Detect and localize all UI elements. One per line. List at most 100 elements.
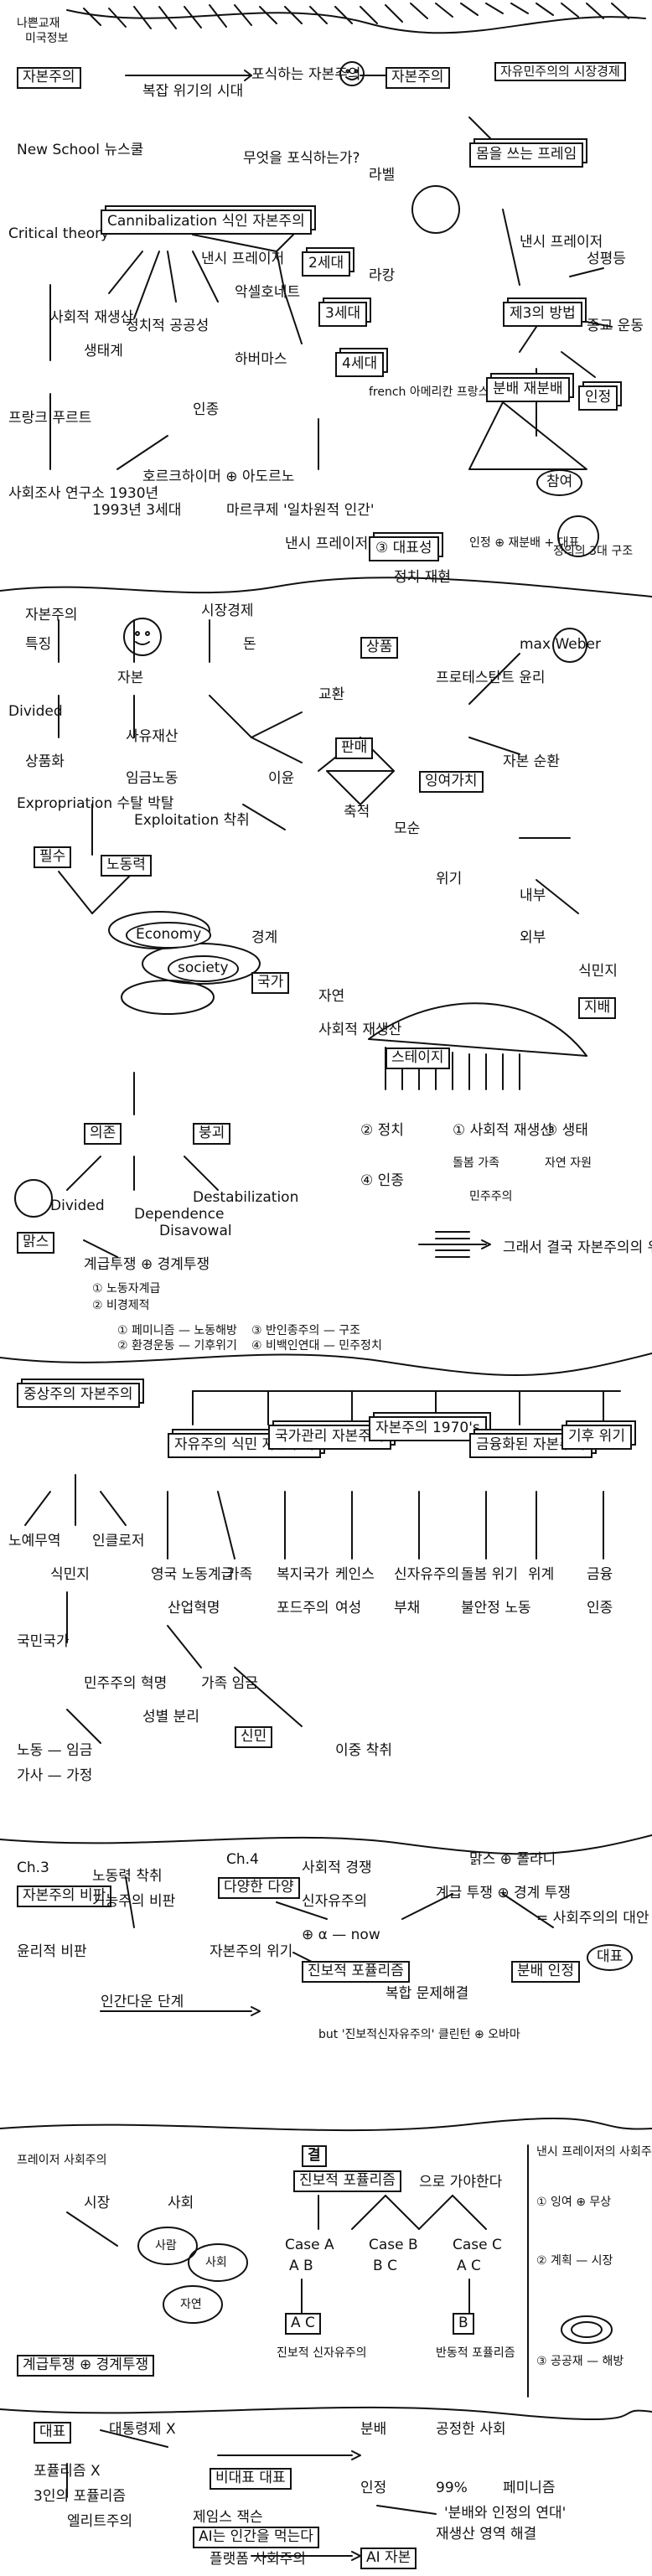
society-circle: 사회 xyxy=(205,2256,227,2269)
regime-1970s: 자본주의 1970's xyxy=(369,1416,487,1441)
ch4: Ch.4 xyxy=(226,1851,259,1868)
third-gen-1993: 1993년 3세대 xyxy=(92,502,182,519)
society-oval: society xyxy=(168,955,239,982)
society-left: 사회 xyxy=(168,2195,194,2211)
women: 여성 xyxy=(335,1600,362,1616)
socialist-alternative: = 사회주의의 대안 xyxy=(536,1910,649,1927)
divider-1 xyxy=(0,577,652,597)
recognition-box: 인정 xyxy=(578,385,618,411)
welfare: 복지국가 xyxy=(277,1566,329,1583)
case-a: Case A xyxy=(285,2237,334,2253)
fair-society: 공정한 사회 xyxy=(436,2421,506,2438)
crisis-conclusion: 그래서 결국 자본주의의 위기 xyxy=(503,1239,652,1256)
labor-exploitation-critique: 노동력 착취 xyxy=(92,1868,163,1885)
distribution-final: 분배 xyxy=(360,2421,387,2438)
class-boundary-struggle: 계급투쟁 ⊕ 경계투쟁 xyxy=(84,1256,210,1273)
cycle: 자본 순환 xyxy=(503,753,560,770)
hierarchy: 위계 xyxy=(528,1566,555,1583)
reproduction-s2: 사회적 재생산 xyxy=(318,1022,402,1038)
fordism: 포드주의 xyxy=(277,1600,329,1616)
fraser-socialism-right: 낸시 프레이저의 사회주의 xyxy=(536,2145,652,2159)
ch3: Ch.3 xyxy=(17,1860,49,1876)
economy-oval: Economy xyxy=(126,922,212,949)
commodity: 상품화 xyxy=(25,753,65,770)
divider-5 xyxy=(0,2406,652,2421)
debt: 부채 xyxy=(394,1600,421,1616)
liberal-democracy: 민주주의 혁명 xyxy=(84,1675,168,1692)
regime-financialized: 금융화된 자본주의 xyxy=(469,1433,592,1458)
regime-climate: 기후 위기 xyxy=(561,1425,632,1450)
accumulation: 축적 xyxy=(344,804,370,820)
capitalism-crisis-s4: 자본주의 위기 xyxy=(210,1943,293,1960)
honneth: 악셀호네트 xyxy=(235,284,301,301)
reactionary-populism: 반동적 포퓰리즘 xyxy=(436,2346,515,2360)
work-wage: 노동 — 임금 xyxy=(17,1742,93,1759)
justice-3-structure: 정의의 3대 구조 xyxy=(553,545,634,558)
divided-label: Divided xyxy=(50,1197,105,1214)
gen-4-box: 4세대 xyxy=(335,352,385,377)
gen-2-box: 2세대 xyxy=(302,251,351,277)
crisis-s2: 위기 xyxy=(436,871,463,887)
new-money-box: 신민 xyxy=(235,1726,273,1748)
race-1: 인종 xyxy=(193,401,220,418)
smiley-face-top xyxy=(339,61,365,86)
nation-state: 국민국가 xyxy=(17,1633,70,1650)
divider-3 xyxy=(0,1834,652,1855)
ai-capital-box: AI 자본 xyxy=(360,2548,417,2569)
case-ac: A C xyxy=(457,2258,481,2274)
free-market-box: 자유민주의의 시장경제 xyxy=(494,62,626,82)
labor-class-point: ① 노동자계급 xyxy=(92,1282,161,1296)
ecology-note: ③ 생태 xyxy=(545,1122,588,1139)
weber: max Weber xyxy=(520,636,601,653)
diverse-box: 다양한 다양 xyxy=(218,1877,300,1899)
ninety-nine: 99% xyxy=(436,2480,468,2496)
nature-resource: 자연 자원 xyxy=(545,1156,592,1170)
gender-separation: 성별 분리 xyxy=(142,1709,199,1725)
capital-term: 자본 xyxy=(117,670,144,686)
habermas: 하버마스 xyxy=(235,351,287,368)
colonial: 식민지 xyxy=(578,963,618,980)
fraser-face-right xyxy=(557,515,599,557)
critical-theory: Critical theory xyxy=(8,225,110,242)
social-competition: 사회적 경쟁 xyxy=(302,1860,372,1876)
politics-representation: 정치 재현 xyxy=(394,569,451,586)
participation-oval: 참여 xyxy=(536,469,583,496)
cannibalization-box: Cannibalization 식인 자본주의 xyxy=(101,209,312,235)
dependence: Dependence xyxy=(134,1206,225,1223)
neoliberalism: 신자유주의 xyxy=(302,1893,368,1910)
complex-crisis-age: 복잡 위기의 시대 xyxy=(142,83,244,100)
fraser-label-2: 낸시 프레이저 xyxy=(285,535,369,552)
care-family: 돌봄 가족 xyxy=(453,1156,499,1170)
nature-circle: 자연 xyxy=(180,2298,202,2311)
fight-environment: ② 환경운동 — 기후위기 xyxy=(117,1339,237,1353)
divider-4 xyxy=(0,2118,652,2132)
marx-box: 맑스 xyxy=(17,1232,55,1254)
kin: 가족 xyxy=(226,1566,253,1583)
public-goods: ③ 공공재 — 해방 xyxy=(536,2355,624,2368)
fraser-right: 낸시 프레이저 xyxy=(520,234,603,251)
lacan: 라캉 xyxy=(369,267,396,284)
care-crisis: 돌봄 위기 xyxy=(461,1566,518,1583)
class-boundary-s4: 계급 투쟁 ⊕ 경계 투쟁 xyxy=(436,1885,571,1901)
institute-1930: 사회조사 연구소 1930년 xyxy=(8,485,159,502)
protestant: 프로테스탄트 윤리 xyxy=(436,670,546,686)
household-care: 가사 — 가정 xyxy=(17,1767,93,1784)
case-bc: B C xyxy=(373,2258,397,2274)
functionalist-critique: 기능주의 비판 xyxy=(92,1893,176,1910)
weber-face xyxy=(552,628,587,663)
industrial: 산업혁명 xyxy=(168,1600,220,1616)
regime-mercantile: 중상주의 자본주의 xyxy=(17,1383,140,1408)
french-american: french 아메리칸 프랑스 뉴트럴 xyxy=(369,385,525,399)
progressive-populism-final: 진보적 포퓰리즘 xyxy=(293,2170,401,2192)
stage-box: 스테이지 xyxy=(386,1047,450,1069)
populism-x: 포퓰리즘 X xyxy=(34,2463,101,2480)
overcome: '분배와 인정의 연대' xyxy=(444,2505,567,2522)
five-d: Divided xyxy=(8,703,63,720)
representation-box: ③ 대표성 xyxy=(369,536,439,561)
labor-force-box: 노동력 xyxy=(101,855,152,877)
progressive-populism-box: 진보적 포퓰리즘 xyxy=(302,1961,410,1983)
ecology: 생태계 xyxy=(84,343,123,360)
ac-box: A C xyxy=(285,2313,321,2335)
recognition-final: 인정 xyxy=(360,2480,387,2496)
